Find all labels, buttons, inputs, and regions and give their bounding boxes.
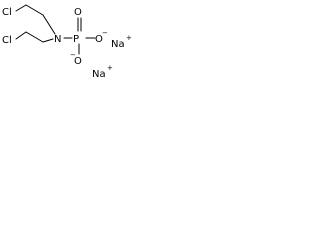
charge-na-upper: +: [126, 34, 132, 42]
atom-o-top: O: [74, 7, 82, 18]
chemical-structure: Cl Cl N P O O − O − Na + Na +: [2, 4, 132, 80]
bond-ch2-ch2-bottom: [25, 31, 44, 43]
atom-o-bottom: O: [74, 56, 82, 67]
atom-cl-bottom: Cl: [2, 35, 12, 46]
bond-cl-bottom-ch2: [15, 31, 27, 40]
atom-n: N: [54, 34, 61, 45]
atom-o-right: O: [95, 34, 103, 45]
bond-ch2-ch2-top: [25, 4, 44, 16]
atom-cl-top: Cl: [2, 7, 12, 18]
atom-na-upper: Na: [111, 39, 125, 50]
bond-ch2-n-top: [42, 14, 56, 35]
atom-na-lower: Na: [92, 69, 106, 80]
charge-o-bottom: −: [70, 51, 76, 59]
bond-ch2-n-bottom: [42, 38, 54, 43]
charge-na-lower: +: [107, 64, 113, 72]
atom-p: P: [73, 34, 79, 45]
bond-cl-top-ch2: [15, 4, 27, 12]
charge-o-right: −: [102, 29, 108, 37]
